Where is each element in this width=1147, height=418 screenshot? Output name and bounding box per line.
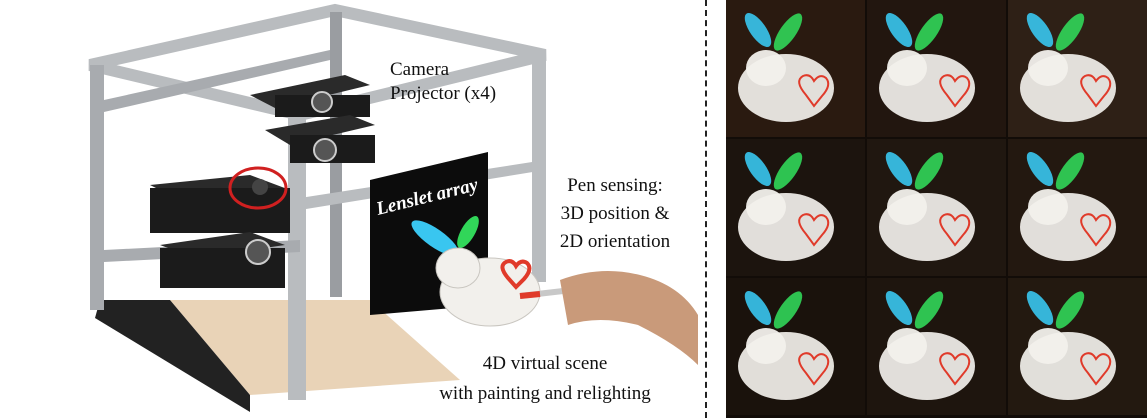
result-tile [1008,278,1147,415]
heart-stroke [939,74,971,108]
bunny-ear-blue [885,290,913,326]
pen-sensing-line1: Pen sensing: [567,175,663,196]
bunny-head [746,328,786,364]
bunny-ear-green [1055,291,1085,329]
bunny-ear-blue [885,12,913,48]
heart-stroke [500,259,532,290]
left-rail-top [104,50,330,112]
bunny-render [738,290,834,400]
camera-highlight-circle [228,166,288,210]
bunny-ear-blue [744,12,772,48]
scene-label-line2: with painting and relighting [439,383,651,404]
bunny-head [746,50,786,86]
heart-stroke [939,352,971,386]
bunny-ear-blue [744,151,772,187]
result-tile [726,0,865,137]
bunny-head [1028,328,1068,364]
bunny-ear-blue [411,220,459,256]
bunny-render [879,290,975,400]
bunny-render [879,151,975,261]
bunny-ear-green [914,291,944,329]
bunny-ear-green [773,152,803,190]
pen-sensing-line2: 3D position & [560,203,670,224]
bunny-render [1020,12,1116,122]
heart-stroke [798,74,830,108]
bunny-ear-blue [744,290,772,326]
bunny-ear-green [1055,152,1085,190]
hand [560,271,698,365]
bunny-ear-blue [1026,12,1054,48]
prototype-photo: Lenslet array Camera Projector (x4) Pen … [88,3,698,412]
bunny-render [738,12,834,122]
bunny-ear-blue [885,151,913,187]
frame-post-left [90,65,104,310]
display-rig-illustration: Lenslet array [88,3,698,412]
result-tile [1008,0,1147,137]
bunny-ear-green [914,152,944,190]
pen-sensing-line3: 2D orientation [559,231,671,252]
camera-lens [252,179,268,195]
dashed-divider [705,0,707,418]
bunny-ear-blue [1026,290,1054,326]
bunny-head [887,328,927,364]
frame-post-front [288,110,306,400]
result-tile [726,278,865,415]
pen-tip [519,291,541,299]
projector-4 [160,232,285,288]
bunny-render [879,12,975,122]
bunny-ear-green [773,13,803,51]
bunny-render [738,151,834,261]
bunny-render [1020,290,1116,400]
projector-1 [250,75,370,117]
floor-panel [170,300,460,395]
bunny-head [746,189,786,225]
heart-stroke [1080,352,1112,386]
bunny-head [887,189,927,225]
rig-base [95,300,250,412]
result-tile [867,139,1006,276]
bunny-ear-green [914,13,944,51]
bunny-ear-green [773,291,803,329]
bunny-render [1020,151,1116,261]
result-tile [867,278,1006,415]
bunny-ear-blue [1026,151,1054,187]
scene-label-line1: 4D virtual scene [482,353,608,374]
heart-stroke [1080,213,1112,247]
camera-label: Camera [390,59,450,80]
heart-stroke [798,213,830,247]
bunny-head [887,50,927,86]
heart-stroke [798,352,830,386]
bunny-head [1028,50,1068,86]
heart-stroke [939,213,971,247]
bunny-ear-green [1055,13,1085,51]
bunny-model [435,247,541,327]
bunny-head [1028,189,1068,225]
bunny-ear-green [457,216,479,248]
relighting-results-grid [726,0,1147,418]
heart-stroke [1080,74,1112,108]
projector-3 [150,175,290,233]
projector-label: Projector (x4) [390,83,497,104]
result-tile [1008,139,1147,276]
result-tile [726,139,865,276]
result-tile [867,0,1006,137]
projector-2 [265,115,375,163]
